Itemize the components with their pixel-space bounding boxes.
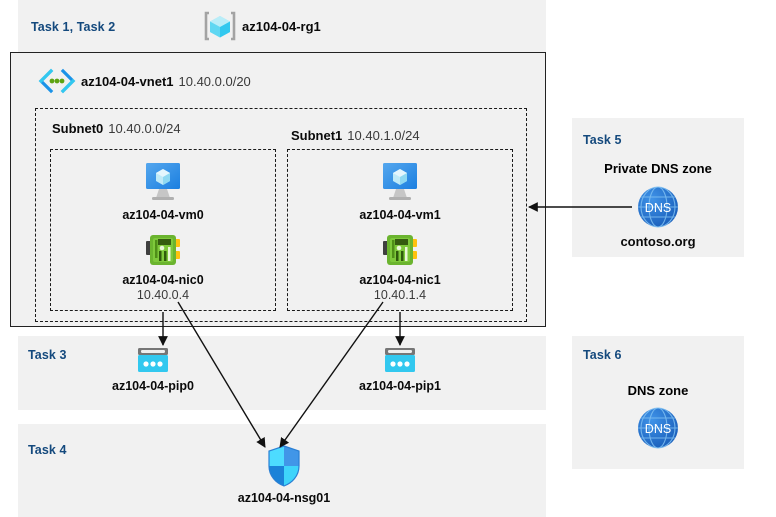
vm0-label: az104-04-vm0 [122,208,204,222]
task-label-5: Task 5 [583,133,622,147]
resource-group-title: az104-04-rg1 [203,8,321,44]
svg-text:DNS: DNS [645,201,671,215]
resource-group-name: az104-04-rg1 [242,18,321,34]
subnet-1-title: Subnet1 10.40.1.0/24 [291,126,420,144]
subnet-0-title: Subnet0 10.40.0.0/24 [52,119,181,137]
nic0-ip: 10.40.0.4 [136,288,190,302]
subnet-1-box [287,149,513,311]
nic1-ip: 10.40.1.4 [373,288,427,302]
subnet-1-name: Subnet1 [291,127,343,143]
vnet-name: az104-04-vnet1 [81,73,174,89]
pip1-node[interactable]: az104-04-pip1 [340,346,460,394]
subnet-0-name: Subnet0 [52,120,104,136]
dns-zone-node[interactable]: DNS [598,404,718,452]
task-label-6: Task 6 [583,348,622,362]
private-dns-zone-node[interactable]: DNS contoso.org [598,183,718,249]
private-dns-zone-heading: Private DNS zone [604,161,712,176]
task-label-3: Task 3 [28,348,67,362]
pip0-label: az104-04-pip0 [112,379,194,393]
dns-globe-icon: DNS [598,183,718,231]
resource-group-header-band [18,0,546,52]
dns-zone-heading: DNS zone [627,383,689,398]
task-label-4: Task 4 [28,443,67,457]
dns-globe-icon: DNS [598,404,718,452]
svg-text:DNS: DNS [645,422,671,436]
private-dns-zone-name: contoso.org [620,234,696,249]
subnet-0-cidr: 10.40.0.0/24 [108,120,181,136]
nic1-node[interactable]: az104-04-nic1 10.40.1.4 [340,232,460,303]
vm1-label: az104-04-vm1 [359,208,441,222]
resource-group-cube-icon [203,9,237,43]
public-ip-address-icon [340,346,460,376]
task-label-1-2: Task 1, Task 2 [31,20,116,34]
pip1-label: az104-04-pip1 [359,379,441,393]
subnet-1-cidr: 10.40.1.0/24 [347,127,420,143]
nic0-node[interactable]: az104-04-nic0 10.40.0.4 [103,232,223,303]
pip0-node[interactable]: az104-04-pip0 [93,346,213,394]
vm1-node[interactable]: az104-04-vm1 [340,160,460,223]
vnet-title: az104-04-vnet1 10.40.0.0/20 [38,68,251,94]
virtual-network-icon [38,68,76,94]
vnet-address-space: 10.40.0.0/20 [178,73,251,89]
nsg-node[interactable]: az104-04-nsg01 [224,444,344,506]
vm0-node[interactable]: az104-04-vm0 [103,160,223,223]
network-interface-icon [103,232,223,270]
nsg-label: az104-04-nsg01 [237,491,331,505]
nic0-label: az104-04-nic0 [122,273,204,287]
nic1-label: az104-04-nic1 [359,273,441,287]
public-ip-address-icon [93,346,213,376]
vnet-frame [10,52,546,327]
subnet-0-box [50,149,276,311]
network-security-group-shield-icon [224,444,344,488]
network-interface-icon [340,232,460,270]
virtual-machine-icon [340,160,460,204]
virtual-machine-icon [103,160,223,204]
